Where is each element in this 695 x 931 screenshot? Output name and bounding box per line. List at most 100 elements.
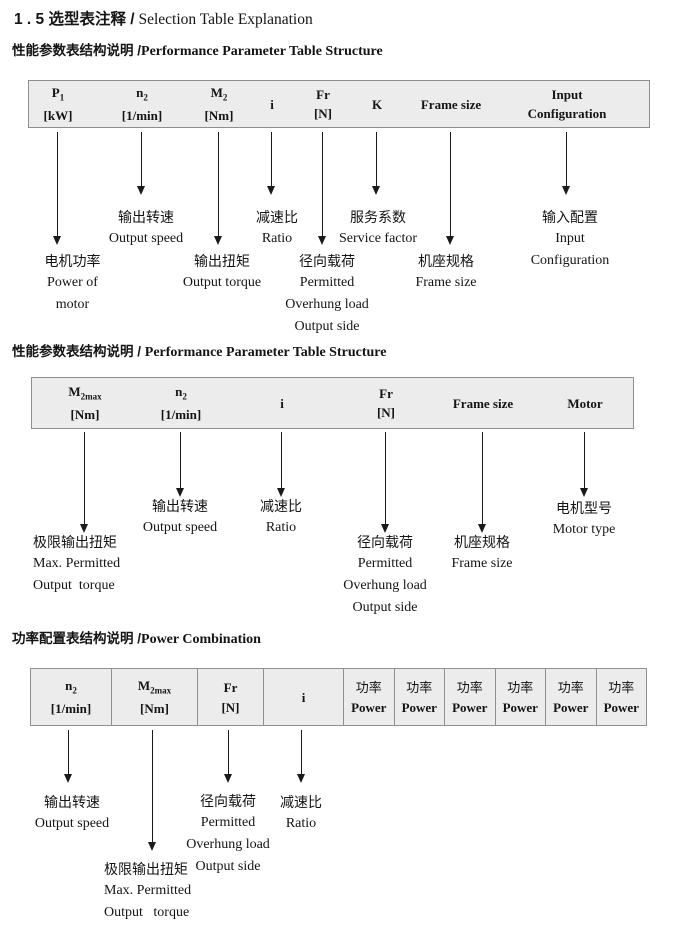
callout-power-of-motor: 电机功率 Power of motor (30, 250, 115, 316)
down-arrow (80, 432, 88, 533)
callout-line: 服务系数 (350, 209, 406, 225)
callout-service-factor: 服务系数 Service factor (328, 206, 428, 250)
down-arrow (53, 132, 61, 245)
power-column: 功率 Power (393, 669, 445, 725)
callout-line: Motor type (552, 522, 616, 537)
col-m2max: M2max [Nm] (111, 669, 197, 725)
col-fr: Fr [N] (313, 87, 333, 121)
col-m2max: M2max [Nm] (68, 384, 102, 422)
section1-heading-en: Performance Parameter Table Structure (141, 44, 383, 59)
down-arrow (478, 432, 486, 533)
power-column: 功率 Power (494, 669, 546, 725)
callout-max-output-torque: 极限输出扭矩 Max. Permitted Output torque (33, 531, 145, 597)
section3-heading-zh: 功率配置表结构说明 / (12, 631, 142, 646)
section2-heading-zh: 性能参数表结构说明 / (12, 344, 142, 359)
callout-line: 输出转速 (152, 498, 208, 514)
col-i: i (263, 669, 343, 725)
callout-output-speed: 输出转速 Output speed (130, 495, 230, 539)
callout-motor-type: 电机型号 Motor type (534, 497, 634, 541)
callout-line: 径向载荷 (357, 534, 413, 550)
callout-line: Permitted (299, 275, 355, 290)
col-frame-size: Frame size (452, 395, 514, 411)
callout-line: Configuration (530, 253, 610, 268)
callout-line: Ratio (265, 520, 297, 535)
performance-table-1: P1 [kW] n2 [1/min] M2 [Nm] i Fr [N] K Fr… (28, 80, 650, 128)
down-arrow (224, 730, 232, 783)
callout-max-output-torque: 极限输出扭矩 Max. Permitted Output torque (104, 858, 216, 924)
section1-heading-zh: 性能参数表结构说明 / (12, 43, 142, 58)
col-n2: n2 [1/min] (121, 85, 163, 123)
callout-line: 电机型号 (556, 500, 612, 516)
down-arrow (176, 432, 184, 497)
section3-heading-en: Power Combination (141, 632, 261, 647)
callout-line: 减速比 (256, 209, 298, 225)
callout-line: Permitted (200, 815, 256, 830)
callout-line: Output speed (142, 520, 218, 535)
callout-ratio: 减速比 Ratio (261, 791, 341, 835)
col-fr: Fr [N] (376, 386, 396, 420)
down-arrow (297, 730, 305, 783)
col-fr: Fr [N] (197, 669, 263, 725)
down-arrow (580, 432, 588, 497)
callout-line: 输出转速 (44, 794, 100, 810)
callout-line: Max. Permitted (104, 883, 192, 898)
callout-output-torque: 输出扭矩 Output torque (172, 250, 272, 294)
callout-line: Service factor (338, 231, 418, 246)
col-frame-size: Frame size (420, 96, 482, 112)
callout-output-speed: 输出转速 Output speed (22, 791, 122, 835)
down-arrow (277, 432, 285, 497)
callout-line: Output speed (34, 816, 110, 831)
callout-line: Output side (195, 859, 261, 874)
callout-ratio: 减速比 Ratio (237, 206, 317, 250)
section2-heading: 性能参数表结构说明 / Performance Parameter Table … (12, 340, 386, 361)
callout-line: Output side (294, 319, 360, 334)
performance-table-2: M2max [Nm] n2 [1/min] i Fr [N] Frame siz… (31, 377, 634, 429)
col-i: i (280, 395, 284, 411)
section3-heading: 功率配置表结构说明 /Power Combination (12, 627, 261, 648)
callout-ratio: 减速比 Ratio (241, 495, 321, 539)
section2-heading-en: Performance Parameter Table Structure (144, 345, 387, 360)
callout-line: Input (555, 231, 585, 246)
callout-line: Frame size (451, 556, 513, 571)
col-p1: P1 [kW] (43, 85, 73, 123)
col-motor: Motor (567, 395, 603, 411)
callout-line: 径向载荷 (200, 793, 256, 809)
callout-line: Permitted (357, 556, 413, 571)
col-k: K (371, 96, 383, 112)
callout-line: 输出扭矩 (194, 253, 250, 269)
power-column: 功率 Power (343, 669, 394, 725)
power-combination-table: n2 [1/min] M2max [Nm] Fr [N] i 功率 Power … (30, 668, 647, 726)
col-n2: n2 [1/min] (160, 384, 202, 422)
col-input-configuration: Input Configuration (527, 87, 607, 121)
callout-frame-size: 机座规格 Frame size (396, 250, 496, 294)
callout-line: 径向载荷 (299, 253, 355, 269)
callout-line: Power of (47, 275, 98, 290)
callout-line: Output torque (182, 275, 262, 290)
page-title: 1 . 5 选型表注释 / Selection Table Explanatio… (14, 7, 313, 29)
power-column: 功率 Power (545, 669, 596, 725)
callout-output-speed: 输出转速 Output speed (96, 206, 196, 250)
down-arrow (372, 132, 380, 195)
down-arrow (318, 132, 326, 245)
callout-line: 电机功率 (44, 253, 101, 269)
callout-line: motor (55, 297, 90, 312)
col-n2: n2 [1/min] (50, 677, 92, 717)
down-arrow (137, 132, 145, 195)
down-arrow (381, 432, 389, 533)
callout-overhung-load: 径向载荷 Permitted Overhung load Output side (335, 531, 435, 619)
callout-frame-size: 机座规格 Frame size (432, 531, 532, 575)
callout-line: 极限输出扭矩 (33, 534, 117, 550)
down-arrow (562, 132, 570, 195)
callout-line: 减速比 (280, 794, 322, 810)
down-arrow (64, 730, 72, 783)
callout-line: Output torque (104, 905, 190, 920)
callout-line: Output side (352, 600, 418, 615)
callout-line: Output speed (108, 231, 184, 246)
section1-heading: 性能参数表结构说明 /Performance Parameter Table S… (12, 39, 383, 60)
callout-line: Overhung load (186, 837, 270, 852)
callout-line: 机座规格 (418, 253, 474, 269)
page-title-zh: 1 . 5 选型表注释 / (14, 11, 135, 28)
callout-line: 输出转速 (118, 209, 174, 225)
callout-overhung-load: 径向载荷 Permitted Overhung load Output side (277, 250, 377, 338)
callout-line: 减速比 (260, 498, 302, 514)
